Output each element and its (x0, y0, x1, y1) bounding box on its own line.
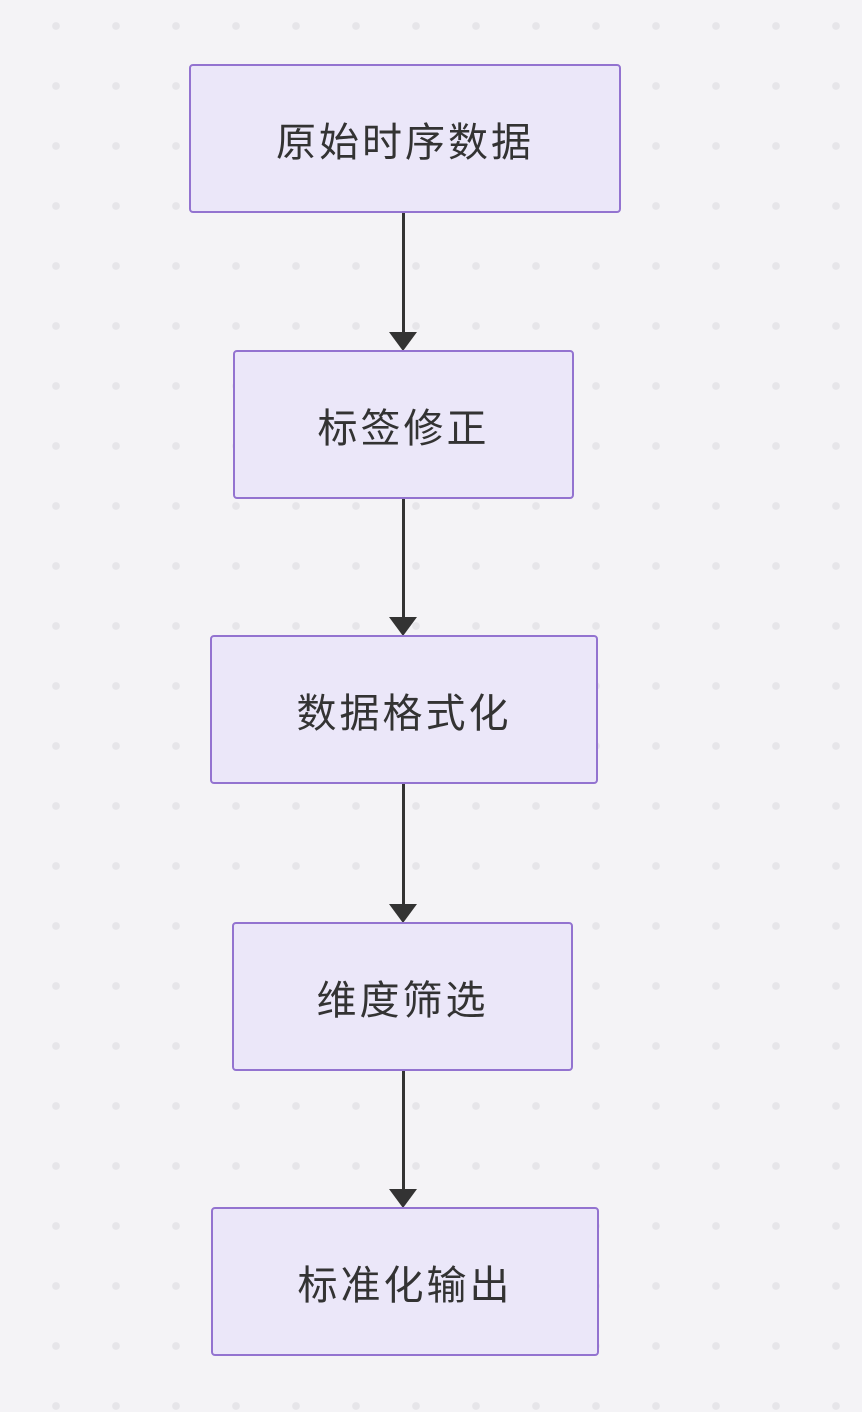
arrowhead-down-icon (389, 617, 417, 636)
flow-node-label-correction[interactable]: 标签修正 (233, 350, 574, 499)
node-label: 标准化输出 (297, 1263, 513, 1308)
arrow-shaft (401, 1071, 405, 1189)
arrow-shaft (401, 499, 405, 617)
node-label: 标签修正 (317, 406, 490, 451)
node-label: 数据格式化 (296, 691, 512, 736)
arrowhead-down-icon (389, 1189, 417, 1208)
flow-node-dimension-filtering[interactable]: 维度筛选 (232, 922, 573, 1071)
flow-arrow-4[interactable] (389, 1071, 417, 1208)
flow-arrow-3[interactable] (389, 784, 417, 923)
flow-node-data-formatting[interactable]: 数据格式化 (210, 635, 598, 784)
arrow-shaft (401, 213, 405, 332)
arrow-shaft (401, 784, 405, 904)
arrowhead-down-icon (389, 332, 417, 351)
arrowhead-down-icon (389, 904, 417, 923)
node-label: 原始时序数据 (276, 120, 534, 165)
node-label: 维度筛选 (316, 978, 489, 1023)
flow-arrow-2[interactable] (389, 499, 417, 636)
flow-arrow-1[interactable] (389, 213, 417, 351)
flow-node-standardized-output[interactable]: 标准化输出 (211, 1207, 599, 1356)
flow-node-raw-timeseries-data[interactable]: 原始时序数据 (189, 64, 621, 213)
